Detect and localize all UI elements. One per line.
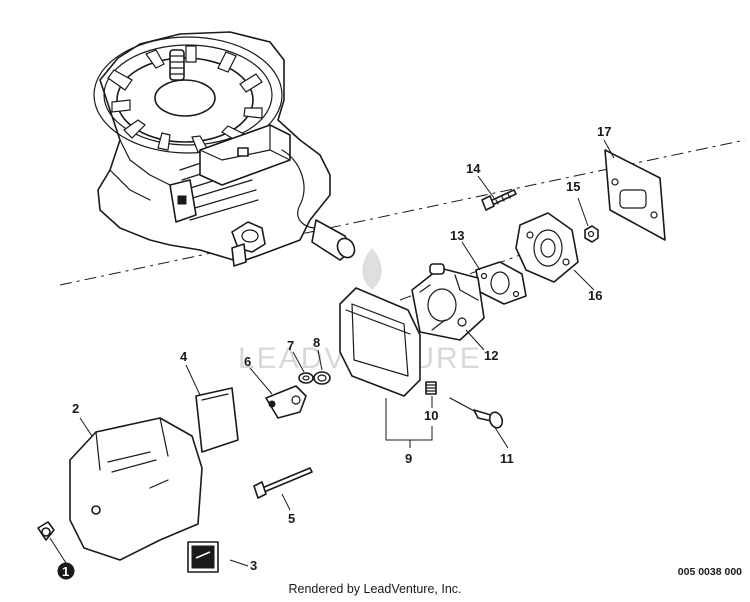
spark-plug-boot [311, 219, 356, 261]
gasket-13 [475, 261, 527, 305]
filter-element-4 [195, 387, 239, 453]
bolt-5 [253, 467, 313, 499]
callout-3: 3 [250, 558, 257, 573]
footer-credit: Rendered by LeadVenture, Inc. [288, 582, 462, 596]
primer-11 [449, 397, 504, 429]
leader-lines [49, 139, 615, 567]
callout-1: 1 [62, 564, 69, 579]
callout-9: 9 [405, 451, 412, 466]
callout-11: 11 [500, 451, 514, 466]
callout-8: 8 [313, 335, 320, 350]
callout-7: 7 [287, 338, 294, 353]
engine-assembly [93, 31, 356, 267]
watermark-flame-icon [362, 248, 382, 290]
cover-2 [69, 417, 203, 561]
callout-17: 17 [597, 124, 611, 139]
insulator-16 [515, 212, 579, 283]
callout-5: 5 [288, 511, 295, 526]
callout-15: 15 [566, 179, 580, 194]
air-filter-housing-9 [339, 287, 421, 397]
wing-nut-1 [37, 521, 55, 541]
label-3 [187, 541, 219, 573]
callout-10: 10 [424, 408, 438, 423]
bolt-14 [481, 189, 517, 211]
callout-4: 4 [180, 349, 188, 364]
callout-16: 16 [588, 288, 602, 303]
callout-2: 2 [72, 401, 79, 416]
callouts: 1 2 3 4 5 6 7 8 9 10 11 12 13 14 15 16 1… [62, 124, 611, 579]
gasket-17 [604, 149, 666, 241]
bracket-6 [265, 385, 307, 419]
nut-15 [584, 225, 599, 243]
ring-8 [313, 371, 331, 385]
spring-10 [425, 381, 437, 395]
callout-13: 13 [450, 228, 464, 243]
carburetor-12 [411, 263, 485, 341]
washer-7 [298, 372, 314, 384]
callout-6: 6 [244, 354, 251, 369]
callout-14: 14 [466, 161, 481, 176]
diagram-code: 005 0038 000 [677, 566, 742, 578]
callout-12: 12 [484, 348, 498, 363]
